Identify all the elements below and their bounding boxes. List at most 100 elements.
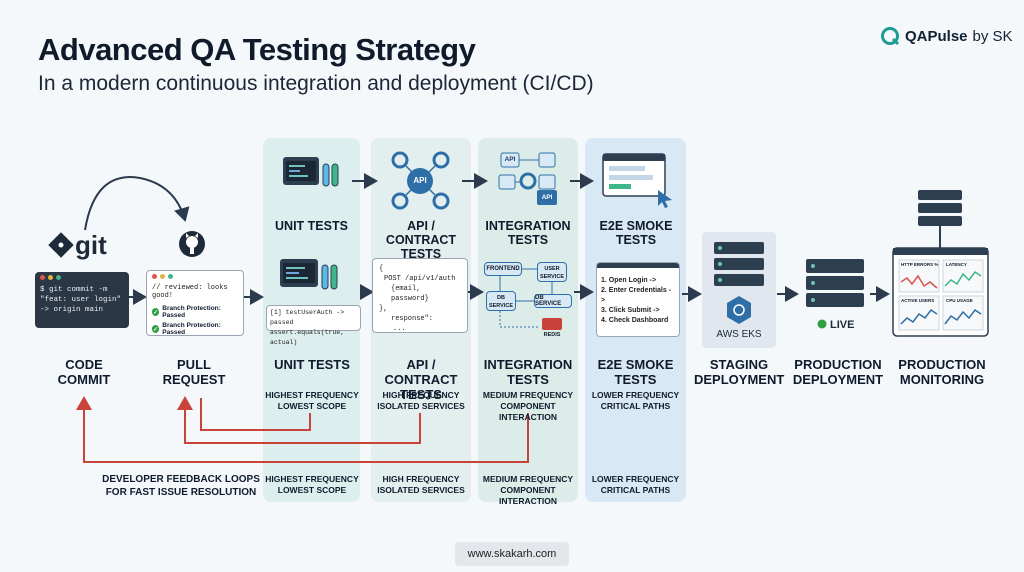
brand-suffix: by SK <box>972 27 1013 45</box>
monitoring-server-icon <box>918 190 962 248</box>
e2e-step-4: 4. Check Dashboard <box>601 317 669 324</box>
frontend-node: FRONTEND <box>484 262 522 276</box>
freq-unit-line-2: LOWEST SCOPE <box>277 401 347 411</box>
bottom-freq-api: HIGH FREQUENCY ISOLATED SERVICES <box>371 474 471 496</box>
db-service-node-2: DB SERVICE <box>534 294 572 308</box>
github-icon <box>179 231 205 257</box>
e2e-step-3: 3. Click Submit -> <box>601 307 660 314</box>
terminal-line-3: -> origin main <box>40 306 104 314</box>
integration-nodes-icon <box>498 152 557 205</box>
freq-unit: HIGHEST FREQUENCY LOWEST SCOPE <box>264 390 360 412</box>
unit-test-monitor-icon-2 <box>280 259 318 287</box>
e2e-steps-card: 1. Open Login -> 2. Enter Credentials ->… <box>596 262 680 337</box>
freq-e2e-line-1: LOWER FREQUENCY <box>591 390 680 400</box>
monitoring-dashboard-icon <box>892 247 989 337</box>
freq-api-line-1: HIGH FREQUENCY <box>382 390 460 400</box>
page-subtitle: In a modern continuous integration and d… <box>38 72 594 95</box>
feedback-loop-inner <box>200 398 311 431</box>
bottom-freq-e2e-line-2: CRITICAL PATHS <box>600 485 671 495</box>
check-icon: ✓ <box>152 308 160 316</box>
freq-integration-line-1: MEDIUM FREQUENCY <box>482 390 574 400</box>
freq-e2e: LOWER FREQUENCY CRITICAL PATHS <box>585 390 686 412</box>
production-live-label: LIVE <box>830 319 855 331</box>
bottom-freq-api-line-1: HIGH FREQUENCY <box>382 474 460 484</box>
freq-api: HIGH FREQUENCY ISOLATED SERVICES <box>371 390 471 412</box>
stage-production: PRODUCTION DEPLOYMENT <box>792 357 884 387</box>
freq-unit-line-1: HIGHEST FREQUENCY <box>265 390 359 400</box>
feedback-loop-outer <box>76 396 529 463</box>
integration-api-label-1: API <box>504 156 516 163</box>
footer-url[interactable]: www.skakarh.com <box>455 542 569 566</box>
e2e-step-2: 2. Enter Credentials -> <box>601 287 672 304</box>
bottom-freq-e2e-line-1: LOWER FREQUENCY <box>591 474 680 484</box>
bottom-freq-integration-line-2: COMPONENT INTERACTION <box>498 485 558 506</box>
stage-staging: STAGING DEPLOYMENT <box>694 357 785 387</box>
redis-icon <box>542 318 562 330</box>
stage-e2e-tests: E2E SMOKE TESTS <box>597 357 674 387</box>
pr-check-1: Branch Protection: Passed <box>162 305 221 319</box>
feedback-loop-middle <box>177 396 421 444</box>
check-icon: ✓ <box>152 325 160 333</box>
bottom-freq-unit: HIGHEST FREQUENCY LOWEST SCOPE <box>264 474 360 496</box>
stage-monitoring: PRODUCTION MONITORING <box>898 357 986 387</box>
unit-code-line-1: [1] testUserAuth -> passed <box>270 309 345 326</box>
feedback-loop-label: DEVELOPER FEEDBACK LOOPS FOR FAST ISSUE … <box>100 473 262 499</box>
api-code-card: { POST /api/v1/auth {email, password} },… <box>372 258 468 333</box>
integration-api-label-2: API <box>541 194 553 201</box>
pr-check-2: Branch Protection: Passed <box>162 322 221 336</box>
api-code-line-4: }, <box>379 305 388 313</box>
stage-code-commit: CODE COMMIT <box>57 357 111 387</box>
user-service-node: USER SERVICE <box>537 262 567 282</box>
stage-integration-tests: INTEGRATION TESTS <box>483 357 573 387</box>
freq-api-line-2: ISOLATED SERVICES <box>377 401 465 411</box>
test-tubes-icon-2 <box>321 264 338 290</box>
bottom-freq-integration: MEDIUM FREQUENCY COMPONENT INTERACTION <box>476 474 580 507</box>
pr-comment: // reviewed: looks good! <box>152 284 228 300</box>
e2e-card-bar <box>597 263 679 268</box>
stage-unit-tests: UNIT TESTS <box>274 357 350 372</box>
monitor-panel-4: CPU USAGE <box>946 298 973 303</box>
git-logo-icon <box>48 232 74 258</box>
bottom-freq-unit-line-2: LOWEST SCOPE <box>277 485 347 495</box>
e2e-step-1: 1. Open Login -> <box>601 277 657 284</box>
pull-request-card: // reviewed: looks good! ✓ Branch Protec… <box>146 270 244 336</box>
commit-to-pr-curve <box>84 176 190 231</box>
api-icon-label: API <box>413 176 427 185</box>
api-code-line-6: ... <box>393 325 406 333</box>
api-code-line-3: {email, password} <box>391 285 429 303</box>
bottom-freq-api-line-2: ISOLATED SERVICES <box>377 485 465 495</box>
monitor-panel-2: LATENCY <box>946 262 967 267</box>
monitor-panel-1: HTTP ERRORS % <box>901 262 939 267</box>
terminal-line-2: "feat: user login" <box>40 296 122 304</box>
staging-aws-label: AWS EKS <box>716 329 762 340</box>
api-code-line-1: { <box>379 265 384 273</box>
git-logo-text: git <box>75 230 107 260</box>
bottom-freq-integration-line-1: MEDIUM FREQUENCY <box>482 474 574 484</box>
freq-integration-line-2: COMPONENT INTERACTION <box>498 401 558 422</box>
stage-api-tests: API / CONTRACT TESTS <box>384 357 458 402</box>
brand: QAPulse by SK <box>880 26 1013 46</box>
api-gears-icon <box>391 151 450 210</box>
db-service-node: DB SERVICE <box>486 291 516 311</box>
freq-e2e-line-2: CRITICAL PATHS <box>600 401 671 411</box>
redis-label: REDIS <box>543 332 561 338</box>
unit-code-card: [1] testUserAuth -> passed assert.equals… <box>266 305 361 346</box>
unit-test-monitor-icon <box>283 157 319 185</box>
production-server-icon <box>806 259 864 329</box>
test-tubes-icon <box>322 163 339 187</box>
api-code-line-5: response": <box>391 315 434 323</box>
e2e-browser-icon <box>602 153 672 208</box>
brand-name: QAPulse <box>905 27 968 45</box>
feedback-line-1: DEVELOPER FEEDBACK LOOPS <box>102 474 260 485</box>
top-label-e2e: E2E SMOKE TESTS <box>599 219 673 247</box>
top-label-integration: INTEGRATION TESTS <box>485 219 571 247</box>
api-code-line-2: POST /api/v1/auth <box>384 275 456 283</box>
page-title: Advanced QA Testing Strategy <box>38 32 476 67</box>
feedback-line-2: FOR FAST ISSUE RESOLUTION <box>105 487 257 498</box>
bottom-freq-unit-line-1: HIGHEST FREQUENCY <box>265 474 359 484</box>
staging-server-icon <box>702 232 776 348</box>
monitor-panel-3: ACTIVE USERS <box>901 298 935 303</box>
top-label-api: API / CONTRACT TESTS <box>385 219 457 261</box>
freq-integration: MEDIUM FREQUENCY COMPONENT INTERACTION <box>476 390 580 423</box>
